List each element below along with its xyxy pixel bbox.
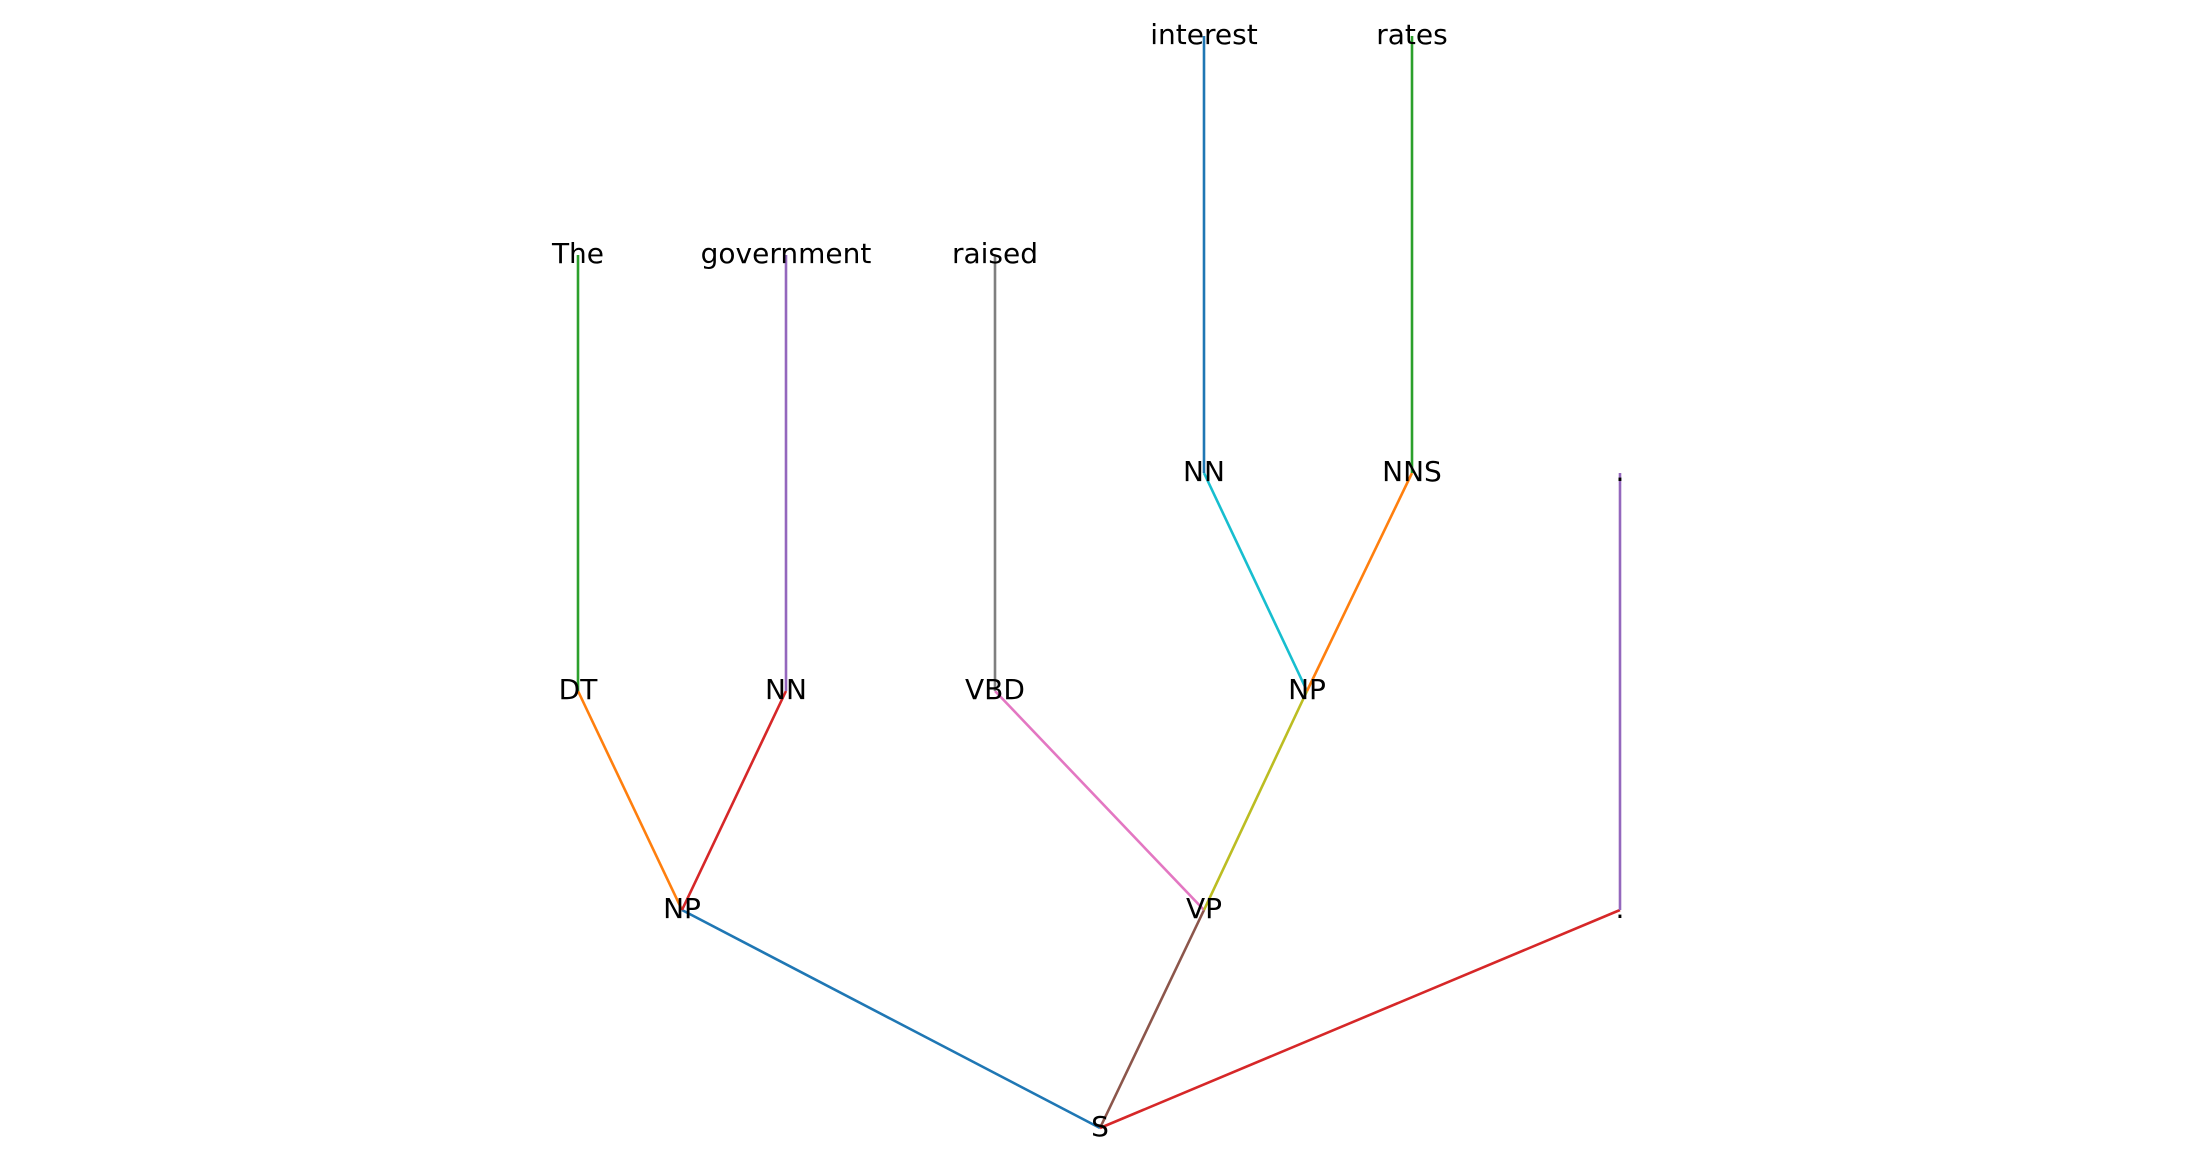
edge-s-vp	[1098, 909, 1206, 1129]
node-dt: DT	[559, 673, 599, 706]
node-w-rates: rates	[1376, 18, 1447, 51]
edge-np2-nn2	[1202, 472, 1309, 692]
edge-vp-vbd	[994, 690, 1205, 911]
node-nn1: NN	[765, 673, 807, 706]
node-np2: NP	[1288, 673, 1326, 706]
node-w-dot: .	[1616, 455, 1625, 488]
edge-np1-dt	[576, 690, 684, 911]
node-w-raised: raised	[952, 237, 1038, 270]
node-w-int: interest	[1150, 18, 1257, 51]
node-vbd: VBD	[965, 673, 1025, 706]
edge-s-punct	[1099, 908, 1621, 1130]
node-np1: NP	[663, 892, 701, 925]
node-w-the: The	[551, 237, 604, 270]
tree-node-labels: S NP VP. DT NN VBD NP NN NNS The government raised i…	[551, 18, 1624, 1143]
edge-vp-np2	[1202, 690, 1309, 911]
edge-s-np1	[681, 908, 1101, 1130]
node-s: S	[1091, 1110, 1109, 1143]
node-vp: VP	[1186, 892, 1222, 925]
node-w-gov: government	[701, 237, 872, 270]
node-nns: NNS	[1382, 455, 1442, 488]
node-punct: .	[1616, 892, 1625, 925]
node-nn2: NN	[1183, 455, 1225, 488]
edge-np2-nns	[1305, 472, 1414, 692]
tree-edges	[576, 36, 1622, 1130]
edge-np1-nn1	[680, 690, 788, 911]
